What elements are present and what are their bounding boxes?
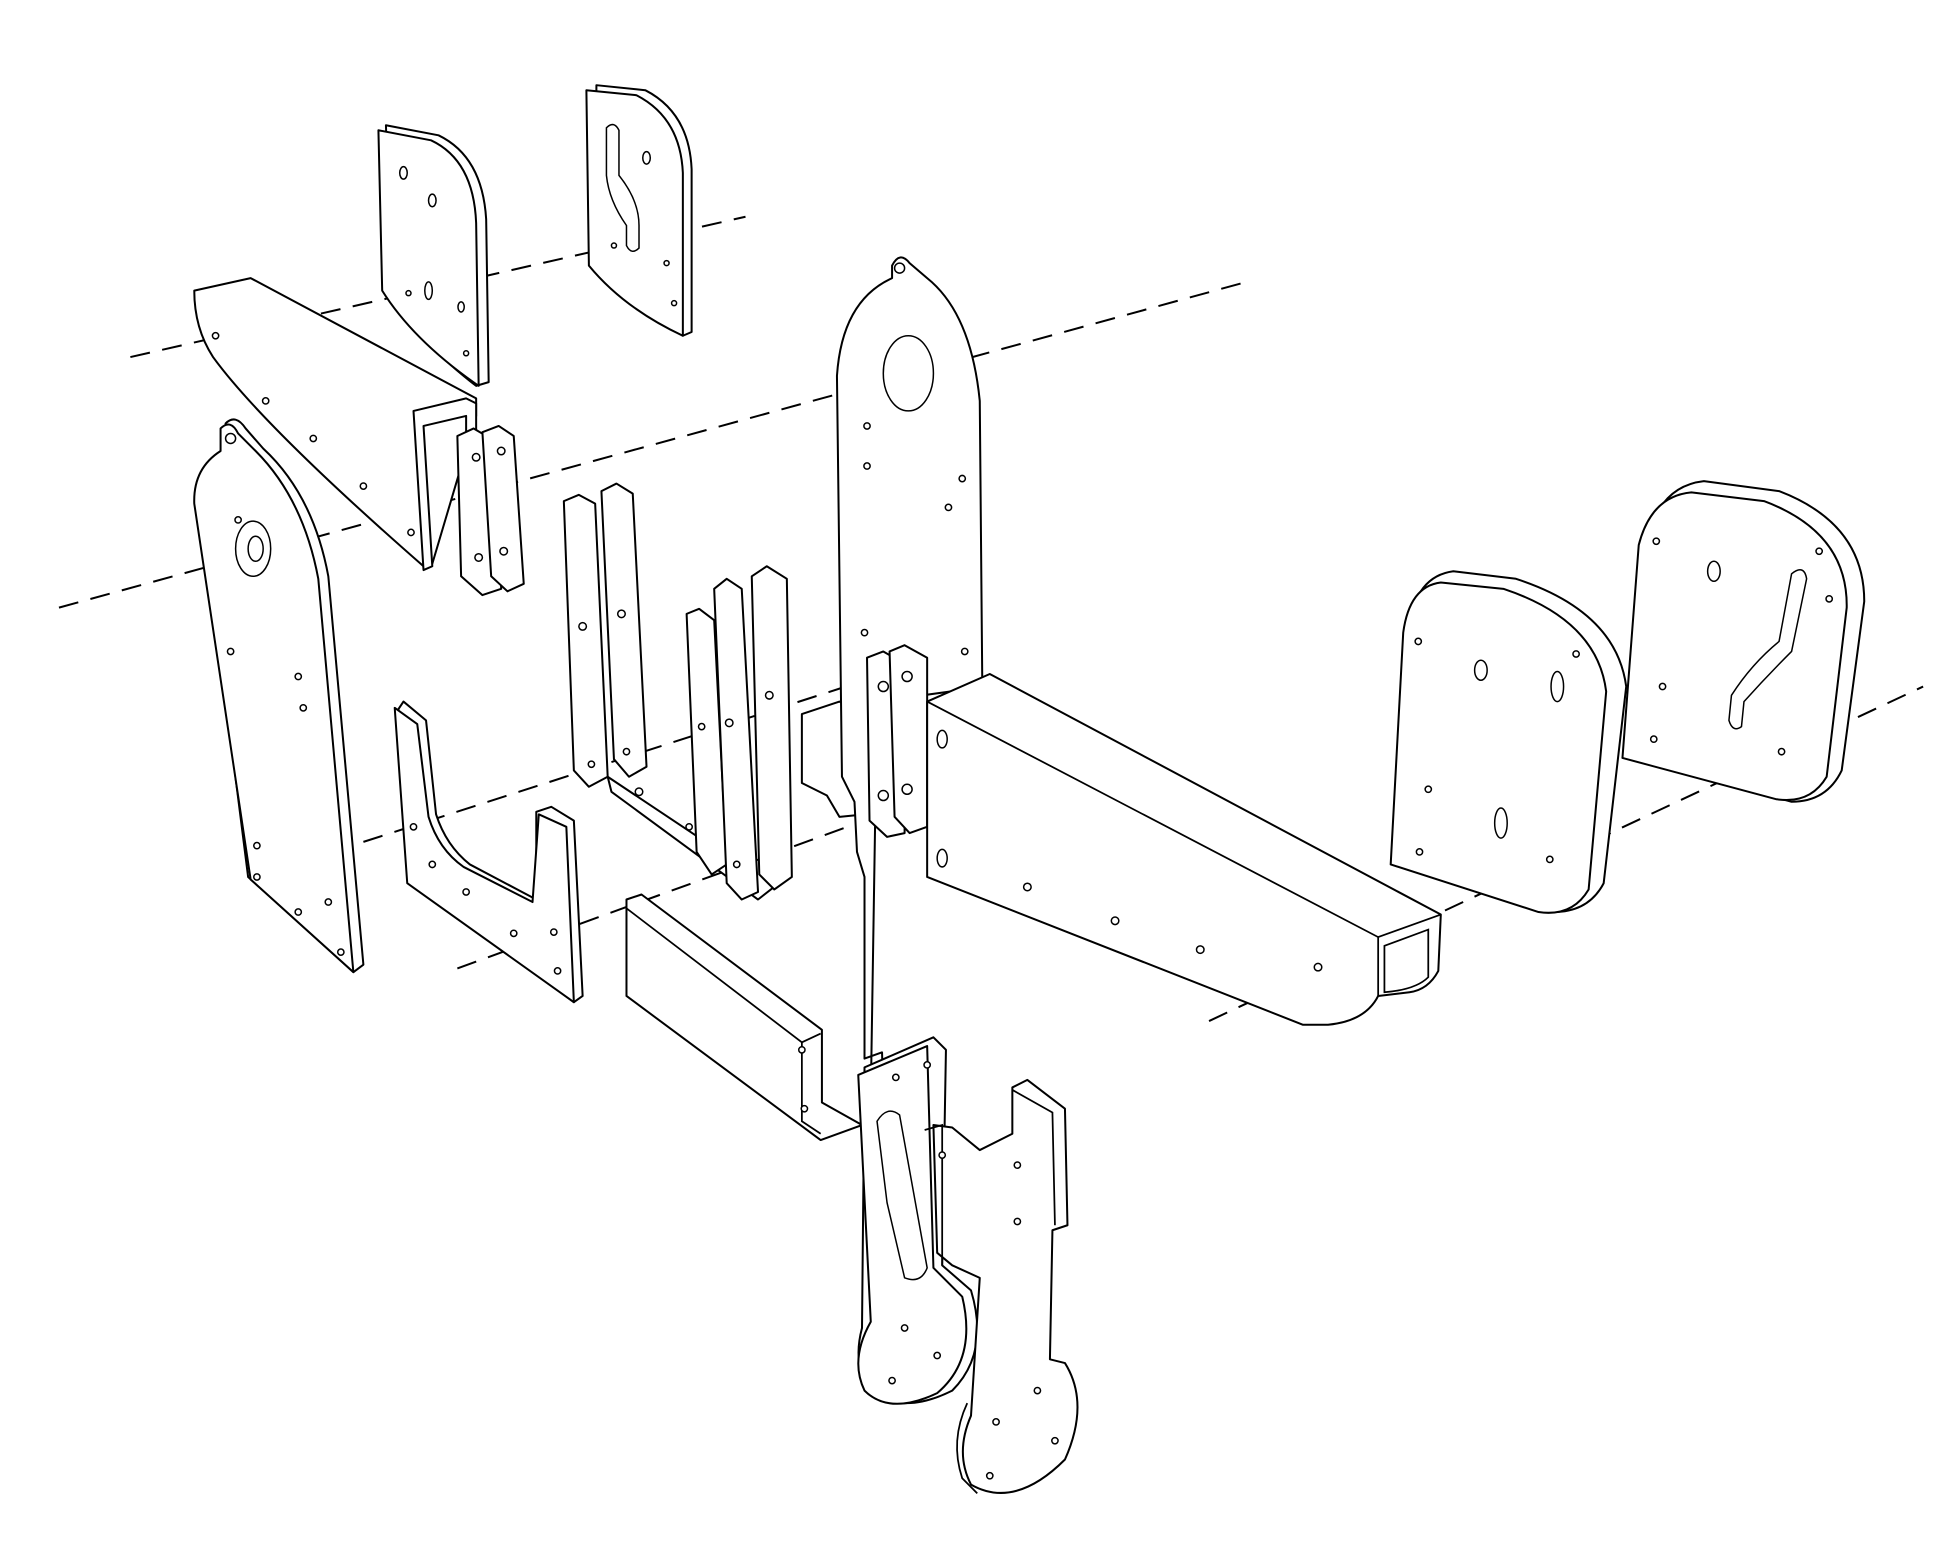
end-plate-front <box>1389 570 1628 914</box>
left-side-plate <box>193 418 365 974</box>
lower-leg-back <box>924 1078 1079 1494</box>
box-beam <box>926 673 1442 1026</box>
top-plate-slotted <box>585 84 693 337</box>
top-plate-left <box>377 124 490 387</box>
tray <box>625 893 864 1142</box>
end-plate-back <box>1621 480 1866 803</box>
spacer-bars-small <box>456 424 525 597</box>
lower-leg-front <box>857 1036 979 1405</box>
spacer-bars-right <box>866 644 929 838</box>
spacer-bars-center <box>562 482 866 901</box>
j-bracket <box>393 700 584 1004</box>
